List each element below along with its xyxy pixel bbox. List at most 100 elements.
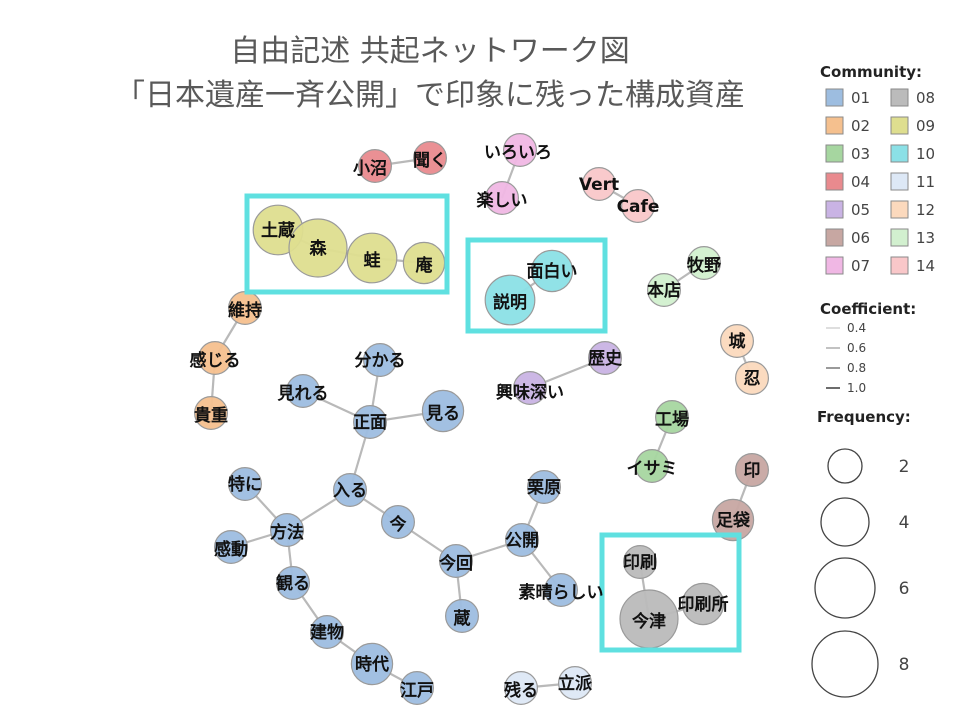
node-label-観る: 観る bbox=[276, 573, 310, 594]
node-イサミ bbox=[634, 449, 669, 484]
node-label-小沼: 小沼 bbox=[353, 158, 387, 179]
node-時代 bbox=[350, 642, 394, 686]
node-蔵 bbox=[445, 598, 480, 633]
node-label-印刷: 印刷 bbox=[623, 553, 657, 573]
label-layer: 土蔵森蛙庵小沼聞くいろいろ楽しいVertCafe面白い説明牧野本店維持感じる貴重… bbox=[190, 143, 761, 701]
node-label-貴重: 貴重 bbox=[194, 405, 228, 426]
node-label-素晴らしい: 素晴らしい bbox=[519, 583, 604, 603]
box-setsumei-group bbox=[465, 237, 608, 334]
node-label-イサミ: イサミ bbox=[627, 459, 678, 479]
legend-label-02: 02 bbox=[851, 117, 870, 135]
node-label-入る: 入る bbox=[333, 481, 367, 501]
node-楽しい bbox=[485, 181, 520, 216]
legend-swatch-06 bbox=[825, 228, 844, 247]
node-label-Vert: Vert bbox=[579, 175, 619, 195]
node-忍 bbox=[734, 361, 769, 396]
legend-label-14: 14 bbox=[916, 257, 935, 275]
node-貴重 bbox=[194, 396, 229, 431]
node-label-維持: 維持 bbox=[228, 300, 262, 321]
node-label-感動: 感動 bbox=[214, 539, 248, 560]
node-森 bbox=[288, 218, 348, 278]
legend-frequency-circle-6 bbox=[814, 557, 876, 619]
node-建物 bbox=[310, 614, 345, 649]
legend-swatch-01 bbox=[825, 88, 844, 107]
node-説明 bbox=[484, 274, 536, 326]
node-label-今回: 今回 bbox=[439, 553, 473, 574]
box-dozou-group bbox=[244, 193, 450, 295]
legend-frequency-title: Frequency: bbox=[817, 408, 911, 426]
node-見る bbox=[421, 389, 465, 433]
legend-label-08: 08 bbox=[916, 89, 935, 107]
legend-label-10: 10 bbox=[916, 145, 935, 163]
legend-swatch-07 bbox=[825, 256, 844, 275]
node-label-忍: 忍 bbox=[744, 369, 761, 389]
legend-coef-label-0.4: 0.4 bbox=[847, 321, 866, 335]
node-label-感じる: 感じる bbox=[190, 350, 241, 371]
node-label-聞く: 聞く bbox=[413, 151, 447, 171]
node-label-歴史: 歴史 bbox=[588, 348, 623, 369]
node-label-蔵: 蔵 bbox=[454, 608, 471, 629]
node-label-土蔵: 土蔵 bbox=[261, 220, 295, 241]
node-印刷 bbox=[622, 544, 657, 579]
legend-frequency-label-6: 6 bbox=[899, 579, 910, 599]
node-label-城: 城 bbox=[729, 332, 746, 352]
legend-label-09: 09 bbox=[916, 117, 935, 135]
node-足袋 bbox=[711, 498, 755, 542]
node-label-Cafe: Cafe bbox=[617, 197, 660, 217]
node-label-栗原: 栗原 bbox=[527, 478, 561, 498]
node-正面 bbox=[353, 405, 388, 440]
node-label-特に: 特に bbox=[228, 474, 262, 495]
legend-swatch-14 bbox=[890, 256, 909, 275]
node-今回 bbox=[439, 543, 474, 578]
node-label-見る: 見る bbox=[425, 404, 460, 424]
node-見れる bbox=[286, 374, 321, 409]
legend-frequency-label-8: 8 bbox=[899, 655, 910, 675]
node-蛙 bbox=[346, 232, 398, 284]
node-聞く bbox=[413, 141, 448, 176]
node-label-今: 今 bbox=[390, 514, 407, 535]
node-label-時代: 時代 bbox=[355, 654, 389, 675]
highlight-box-layer bbox=[244, 193, 742, 653]
box-imazu-group bbox=[599, 532, 742, 653]
legend: Community:0102030405060708091011121314Co… bbox=[811, 63, 935, 698]
node-小沼 bbox=[358, 149, 393, 184]
legend-swatch-12 bbox=[890, 200, 909, 219]
legend-label-07: 07 bbox=[851, 257, 870, 275]
node-立派 bbox=[557, 665, 592, 700]
node-江戸 bbox=[400, 670, 435, 705]
node-公開 bbox=[505, 522, 540, 557]
legend-label-11: 11 bbox=[916, 173, 935, 191]
node-label-印刷所: 印刷所 bbox=[678, 595, 729, 615]
node-label-立派: 立派 bbox=[558, 673, 593, 694]
node-label-楽しい: 楽しい bbox=[477, 190, 528, 211]
legend-label-01: 01 bbox=[851, 89, 870, 107]
node-感じる bbox=[198, 341, 233, 376]
legend-frequency-circle-2 bbox=[827, 448, 863, 484]
legend-swatch-02 bbox=[825, 116, 844, 135]
node-label-正面: 正面 bbox=[353, 413, 387, 433]
node-label-残る: 残る bbox=[504, 680, 538, 701]
node-label-今津: 今津 bbox=[632, 611, 666, 632]
node-工場 bbox=[654, 400, 689, 435]
node-牧野 bbox=[686, 246, 721, 281]
legend-swatch-10 bbox=[890, 144, 909, 163]
node-label-いろいろ: いろいろ bbox=[484, 143, 552, 163]
node-label-印: 印 bbox=[744, 461, 761, 481]
legend-label-04: 04 bbox=[851, 173, 870, 191]
legend-coefficient-title: Coefficient: bbox=[820, 300, 916, 318]
node-特に bbox=[228, 467, 263, 502]
node-観る bbox=[276, 565, 311, 600]
legend-coef-label-0.8: 0.8 bbox=[847, 361, 866, 375]
node-label-本店: 本店 bbox=[647, 280, 681, 301]
node-label-足袋: 足袋 bbox=[716, 510, 751, 531]
legend-label-06: 06 bbox=[851, 229, 870, 247]
node-Vert bbox=[581, 167, 616, 202]
node-label-建物: 建物 bbox=[310, 622, 344, 643]
legend-swatch-08 bbox=[890, 88, 909, 107]
node-label-見れる: 見れる bbox=[277, 384, 329, 404]
legend-swatch-05 bbox=[825, 200, 844, 219]
node-label-興味深い: 興味深い bbox=[496, 382, 564, 403]
node-面白い bbox=[530, 249, 574, 293]
node-label-分かる: 分かる bbox=[355, 351, 406, 371]
